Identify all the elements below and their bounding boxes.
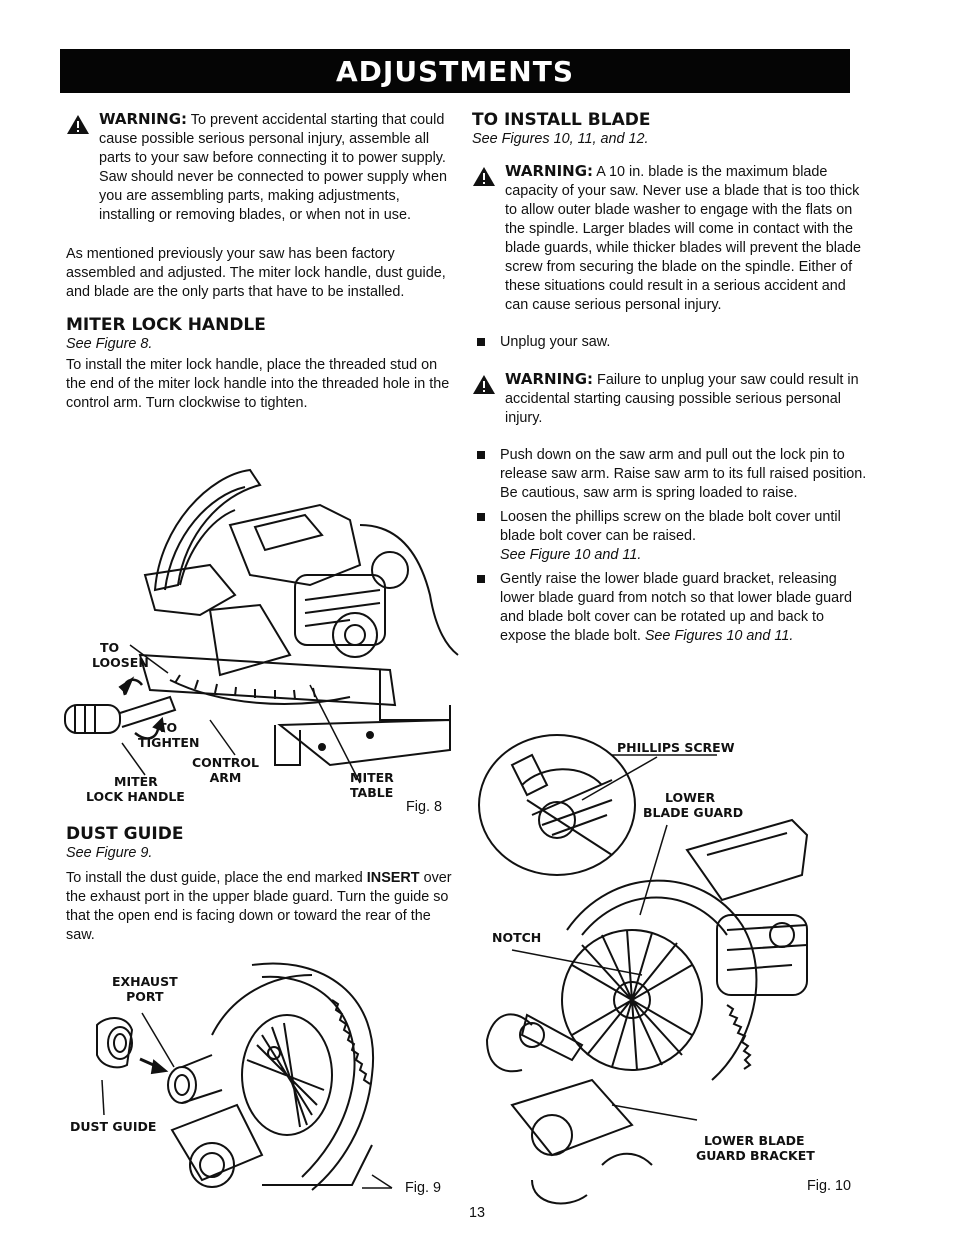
figure-reference: See Figures 10, 11, and 12. xyxy=(472,131,649,147)
insert-marking: INSERT xyxy=(366,870,420,886)
page-number: 13 xyxy=(468,1205,485,1221)
dust-guide-illustration xyxy=(96,962,393,1191)
right-column: TO INSTALL BLADE See Figures 10, 11, and… xyxy=(472,110,872,646)
warning-text: To prevent accidental starting that coul… xyxy=(99,112,447,223)
list-item: Gently raise the lower blade guard brack… xyxy=(472,570,872,646)
figure-reference: See Figures 10 and 11. xyxy=(644,628,794,644)
miter-saw-illustration xyxy=(64,468,459,784)
label-miter-table: MITER TABLE xyxy=(350,770,394,800)
miter-instructions: To install the miter lock handle, place … xyxy=(66,357,450,411)
warning-block: WARNING: Failure to unplug your saw coul… xyxy=(472,370,872,428)
label-phillips-screw: PHILLIPS SCREW xyxy=(617,740,735,755)
warning-label: WARNING: xyxy=(505,370,594,388)
warning-triangle-icon xyxy=(473,167,495,186)
step-list-unplug: Unplug your saw. xyxy=(472,333,872,352)
label-to-loosen: TO LOOSEN xyxy=(92,640,149,670)
figure-reference: See Figure 8. xyxy=(66,336,153,352)
figure-reference: See Figure 10 and 11. xyxy=(500,547,642,563)
list-item: Loosen the phillips screw on the blade b… xyxy=(472,508,872,565)
label-to-tighten: TO TIGHTEN xyxy=(138,720,200,750)
left-column: WARNING: To prevent accidental starting … xyxy=(66,110,456,413)
dust-guide-section: DUST GUIDE See Figure 9. To install the … xyxy=(66,824,456,945)
label-notch: NOTCH xyxy=(492,930,542,945)
section-heading-to-install-blade: TO INSTALL BLADE xyxy=(472,110,651,130)
warning-triangle-icon xyxy=(67,115,89,134)
list-item: Push down on the saw arm and pull out th… xyxy=(472,446,872,503)
warning-text: Failure to unplug your saw could result … xyxy=(505,372,859,426)
figure-10-caption: Fig. 10 xyxy=(807,1178,851,1194)
figure-8-miter-saw: TO LOOSEN TO TIGHTEN CONTROL ARM MITER L… xyxy=(60,465,460,825)
page-title: ADJUSTMENTS xyxy=(335,54,575,88)
figure-reference: See Figure 9. xyxy=(66,845,153,861)
label-exhaust-port: EXHAUST PORT xyxy=(112,974,178,1004)
section-heading-dust-guide: DUST GUIDE xyxy=(66,824,184,844)
warning-label: WARNING: xyxy=(505,162,594,180)
list-item: Unplug your saw. xyxy=(472,333,872,352)
warning-block: WARNING: A 10 in. blade is the maximum b… xyxy=(472,162,872,315)
figure-9-caption: Fig. 9 xyxy=(405,1180,441,1196)
header-banner: ADJUSTMENTS xyxy=(60,49,850,93)
intro-paragraph: As mentioned previously your saw has bee… xyxy=(66,246,446,300)
warning-text: A 10 in. blade is the maximum blade capa… xyxy=(505,164,861,313)
section-heading-miter-lock-handle: MITER LOCK HANDLE xyxy=(66,315,266,335)
dust-guide-instructions: To install the dust guide, place the end… xyxy=(66,870,452,943)
step-list: Push down on the saw arm and pull out th… xyxy=(472,446,872,646)
figure-10-blade-guard: PHILLIPS SCREW LOWER BLADE GUARD NOTCH L… xyxy=(472,725,872,1210)
warning-block: WARNING: To prevent accidental starting … xyxy=(66,110,456,225)
warning-triangle-icon xyxy=(473,375,495,394)
label-control-arm: CONTROL ARM xyxy=(192,755,260,785)
label-dust-guide: DUST GUIDE xyxy=(70,1119,157,1134)
figure-9-dust-guide: EXHAUST PORT DUST GUIDE Fig. 9 xyxy=(62,955,457,1200)
warning-label: WARNING: xyxy=(99,110,188,128)
label-lower-blade-guard: LOWER BLADE GUARD xyxy=(643,790,744,820)
label-miter-lock-handle: MITER LOCK HANDLE xyxy=(86,774,185,804)
blade-guard-illustration xyxy=(478,734,809,1205)
figure-8-caption: Fig. 8 xyxy=(406,799,442,815)
label-lower-blade-guard-bracket: LOWER BLADE GUARD BRACKET xyxy=(696,1133,815,1163)
